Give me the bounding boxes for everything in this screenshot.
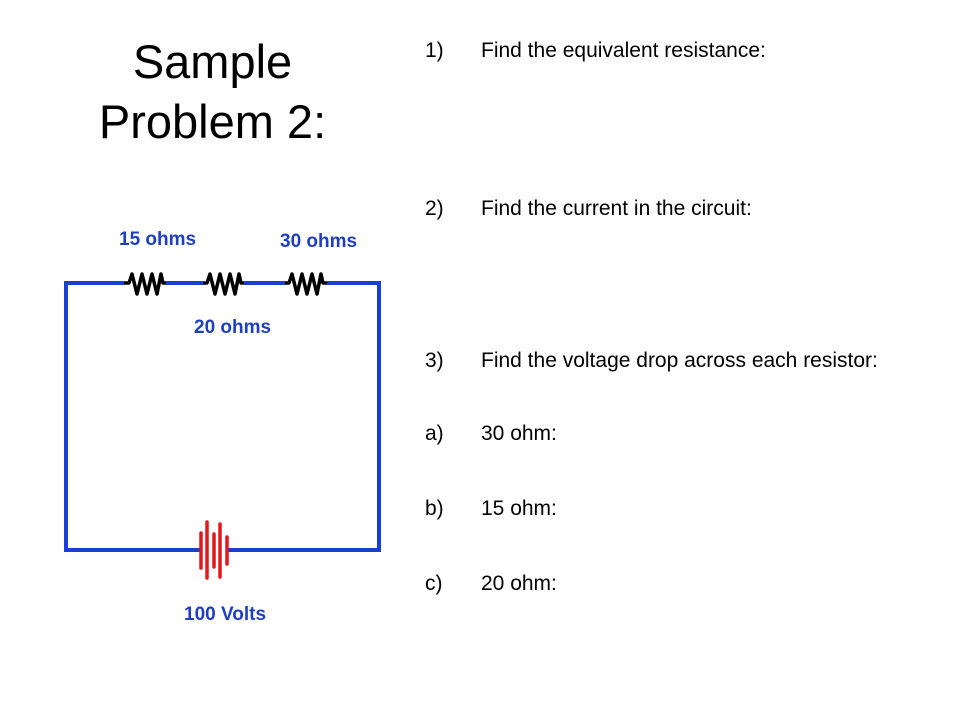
sub-question-text: 15 ohm: [481,497,557,520]
resistor-label-30-ohms: 30 ohms [280,231,357,252]
sub-question-b: b) 15 ohm: [425,496,925,521]
resistor-label-20-ohms: 20 ohms [194,317,271,338]
sub-question-letter: b) [425,497,444,520]
battery-symbol [199,520,229,580]
slide-title-line-2: Problem 2: [98,95,327,148]
series-circuit-diagram: 15 ohms 20 ohms 30 ohms 100 Volts [64,229,381,625]
question-item-2: 2) Find the current in the circuit: [425,196,925,221]
resistor-20-ohms-symbol [203,272,244,296]
question-text: Find the current in the circuit: [481,197,752,220]
resistor-15-ohms-symbol [124,272,166,296]
question-text: Find the equivalent resistance: [481,39,766,62]
sub-question-letter: c) [425,572,443,595]
question-item-3: 3) Find the voltage drop across each res… [425,348,885,373]
circuit-wires [64,281,381,552]
resistor-30-ohms-symbol [285,272,327,296]
slide-title-line-1: Sample [132,35,293,88]
question-item-1: 1) Find the equivalent resistance: [425,38,925,63]
sub-question-c: c) 20 ohm: [425,571,925,596]
question-text: Find the voltage drop across each resist… [481,349,878,372]
sub-question-a: a) 30 ohm: [425,421,925,446]
sub-question-text: 30 ohm: [481,422,557,445]
question-number: 2) [425,197,444,220]
resistor-label-15-ohms: 15 ohms [119,229,196,250]
question-number: 1) [425,39,444,62]
slide-title: Sample Problem 2: [40,32,385,152]
sub-question-text: 20 ohm: [481,572,557,595]
question-number: 3) [425,349,444,372]
battery-label: 100 Volts [184,604,266,625]
sub-question-letter: a) [425,422,444,445]
